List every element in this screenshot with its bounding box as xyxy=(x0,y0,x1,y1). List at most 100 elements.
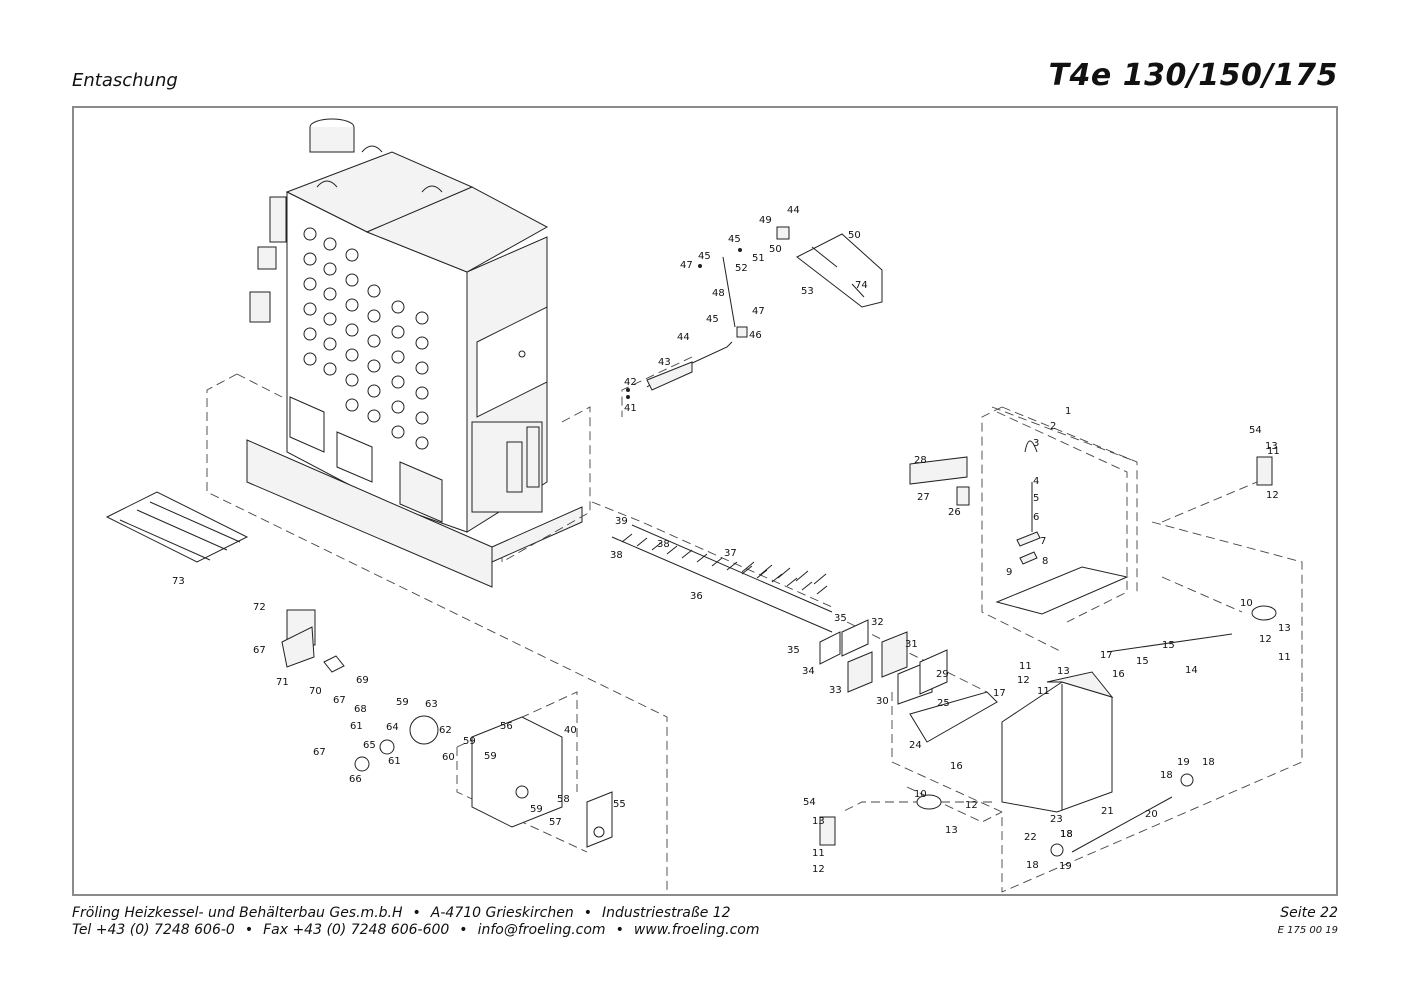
callout-13c: 13 xyxy=(1278,623,1291,634)
company-name: Fröling Heizkessel- und Behälterbau Ges.… xyxy=(72,905,403,921)
boiler-unit xyxy=(246,118,583,588)
callout-69: 69 xyxy=(356,675,369,686)
callout-18d: 18 xyxy=(1026,860,1039,871)
callout-52: 52 xyxy=(735,263,748,274)
callout-54: 54 xyxy=(1249,425,1262,436)
callout-15: 15 xyxy=(1162,640,1175,651)
callout-13e: 13 xyxy=(812,816,825,827)
panel-holes xyxy=(303,227,429,450)
callout-2: 2 xyxy=(1050,421,1056,432)
callout-55: 55 xyxy=(613,799,626,810)
callout-22: 22 xyxy=(1024,832,1037,843)
callout-58: 58 xyxy=(557,794,570,805)
callout-50b: 50 xyxy=(769,244,782,255)
callout-11c: 11 xyxy=(1267,446,1280,457)
model-title: T4e 130/150/175 xyxy=(1048,58,1338,93)
callout-48: 48 xyxy=(712,288,725,299)
phone-number: Tel +43 (0) 7248 606-0 xyxy=(72,922,235,938)
callout-3: 3 xyxy=(1033,438,1039,449)
callout-12e: 12 xyxy=(812,864,825,875)
callout-63: 63 xyxy=(425,699,438,710)
callout-40: 40 xyxy=(564,725,577,736)
callout-56: 56 xyxy=(500,721,513,732)
callout-6: 6 xyxy=(1033,512,1039,523)
callout-65: 65 xyxy=(363,740,376,751)
callout-14: 14 xyxy=(1185,665,1198,676)
callout-13: 13 xyxy=(1057,666,1070,677)
callout-12: 12 xyxy=(1017,675,1030,686)
callout-45b: 45 xyxy=(728,234,741,245)
callout-53: 53 xyxy=(801,286,814,297)
callout-29: 29 xyxy=(936,669,949,680)
callout-16: 16 xyxy=(1112,669,1125,680)
callout-35: 35 xyxy=(834,613,847,624)
callout-33: 33 xyxy=(829,685,842,696)
callout-60: 60 xyxy=(442,752,455,763)
callout-70: 70 xyxy=(309,686,322,697)
callout-47: 47 xyxy=(680,260,693,271)
callout-28: 28 xyxy=(914,455,927,466)
ash-container xyxy=(909,440,1233,857)
exploded-diagram: 1 2 3 4 5 6 7 8 9 10 10 11 11 11 11 11 1… xyxy=(105,118,1303,893)
drive-unit xyxy=(281,609,613,848)
callout-27: 27 xyxy=(917,492,930,503)
callout-67: 67 xyxy=(253,645,266,656)
callout-54b: 54 xyxy=(803,797,816,808)
callout-74: 74 xyxy=(855,280,868,291)
callout-21: 21 xyxy=(1101,806,1114,817)
callout-15b: 15 xyxy=(1136,656,1149,667)
callout-68: 68 xyxy=(354,704,367,715)
callout-18: 18 xyxy=(1160,770,1173,781)
callout-42: 42 xyxy=(624,377,637,388)
callout-59c: 59 xyxy=(484,751,497,762)
lever-linkage xyxy=(626,226,883,399)
callout-61b: 61 xyxy=(388,756,401,767)
callout-18e: 18 xyxy=(1060,829,1073,840)
callout-7: 7 xyxy=(1040,536,1046,547)
callout-8: 8 xyxy=(1042,556,1048,567)
callout-16b: 16 xyxy=(950,761,963,772)
callout-11b: 11 xyxy=(1037,686,1050,697)
callout-44b: 44 xyxy=(787,205,800,216)
email-link[interactable]: info@froeling.com xyxy=(477,922,606,938)
callout-24: 24 xyxy=(909,740,922,751)
callout-50: 50 xyxy=(848,230,861,241)
callout-57: 57 xyxy=(549,817,562,828)
callout-17b: 17 xyxy=(993,688,1006,699)
callout-46: 46 xyxy=(749,330,762,341)
fax-number: Fax +43 (0) 7248 606-600 xyxy=(263,922,450,938)
website-link[interactable]: www.froeling.com xyxy=(633,922,760,938)
callout-64: 64 xyxy=(386,722,399,733)
handle-assemblies xyxy=(819,456,1277,846)
callout-13d: 13 xyxy=(945,825,958,836)
callout-11e: 11 xyxy=(812,848,825,859)
callout-59b: 59 xyxy=(463,736,476,747)
callout-51: 51 xyxy=(752,253,765,264)
callout-36: 36 xyxy=(690,591,703,602)
exploded-view-frame: 1 2 3 4 5 6 7 8 9 10 10 11 11 11 11 11 1… xyxy=(72,106,1338,896)
callout-10: 10 xyxy=(1240,598,1253,609)
page-number: Seite 22 xyxy=(1280,905,1338,921)
callout-26: 26 xyxy=(948,507,961,518)
callout-18c: 18 xyxy=(1060,829,1073,840)
company-city: A-4710 Grieskirchen xyxy=(430,905,574,921)
callout-20: 20 xyxy=(1145,809,1158,820)
callout-72: 72 xyxy=(253,602,266,613)
callout-23: 23 xyxy=(1050,814,1063,825)
callout-18b: 18 xyxy=(1202,757,1215,768)
callout-71: 71 xyxy=(276,677,289,688)
callout-30: 30 xyxy=(876,696,889,707)
callout-32: 32 xyxy=(871,617,884,628)
callout-37: 37 xyxy=(724,548,737,559)
callout-73: 73 xyxy=(172,576,185,587)
callout-59: 59 xyxy=(396,697,409,708)
assembly-guides xyxy=(206,356,1303,893)
callout-9: 9 xyxy=(1006,567,1012,578)
callout-11: 11 xyxy=(1019,661,1032,672)
callout-12b: 12 xyxy=(1266,490,1279,501)
callout-35b: 35 xyxy=(787,645,800,656)
callout-47b: 47 xyxy=(752,306,765,317)
callout-34: 34 xyxy=(802,666,815,677)
callout-19b: 19 xyxy=(1059,861,1072,872)
ash-tray xyxy=(105,491,249,563)
